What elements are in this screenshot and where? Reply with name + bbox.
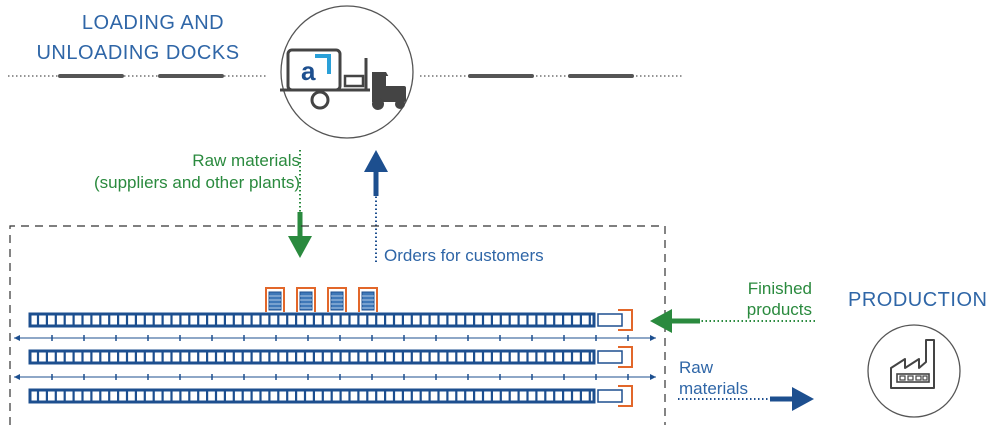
pallet-frame (358, 287, 378, 312)
forklift-truck-icon: a (280, 5, 414, 139)
pallet (327, 287, 347, 312)
transfer-car (618, 346, 633, 368)
pallet-frame (265, 287, 285, 312)
raw-materials-out-label: Raw materials (679, 357, 748, 399)
raw-materials-in-label: Raw materials (150, 150, 300, 171)
rack-row (28, 346, 633, 368)
transfer-car (618, 309, 633, 331)
pallet-load (330, 291, 344, 311)
finished-products-arrow (650, 309, 815, 333)
transfer-car (618, 385, 633, 407)
aisle-arrow-left (14, 335, 20, 341)
docks-title: LOADING AND UNLOADING DOCKS (36, 8, 248, 68)
pallet-load (361, 291, 375, 311)
pallet-frame (327, 287, 347, 312)
factory-icon (867, 324, 961, 418)
production-title: PRODUCTION (848, 289, 988, 311)
orders-out-label: Orders for customers (384, 246, 544, 265)
docks-title-line1: LOADING AND (81, 12, 225, 34)
rack-row (28, 385, 633, 407)
stored-pallets (265, 287, 378, 312)
raw-materials-in-line1: Raw materials (192, 151, 300, 170)
raw-materials-in-arrow (288, 150, 312, 258)
finished-products-label: Finished products (700, 278, 812, 320)
logo-letter: a (301, 56, 316, 86)
raw-materials-out-arrow (678, 387, 814, 411)
pallet (296, 287, 316, 312)
pallet-load (299, 291, 313, 311)
pallet-frame (296, 287, 316, 312)
raw-out-line1: Raw (679, 358, 714, 377)
aisles (14, 335, 656, 380)
conveyor (597, 313, 623, 327)
rack-row (28, 309, 633, 331)
raw-materials-in-line2: (suppliers and other plants) (93, 173, 300, 192)
raw-out-line2: materials (679, 379, 748, 398)
pallet-load (268, 291, 282, 311)
pallet (265, 287, 285, 312)
pallet (358, 287, 378, 312)
aisle (14, 335, 656, 341)
aisle (14, 374, 656, 380)
raw-materials-in-label-2: (suppliers and other plants) (36, 172, 300, 193)
conveyor (597, 350, 623, 364)
orders-out-arrow (364, 150, 388, 262)
aisle-arrow-left (14, 374, 20, 380)
aisle-arrow-right (650, 335, 656, 341)
finished-line2: products (746, 300, 812, 319)
aisle-arrow-right (650, 374, 656, 380)
finished-line1: Finished (747, 279, 812, 298)
rack-rows (28, 309, 633, 407)
conveyor (597, 389, 623, 403)
docks-title-line2: UNLOADING DOCKS (36, 42, 240, 64)
